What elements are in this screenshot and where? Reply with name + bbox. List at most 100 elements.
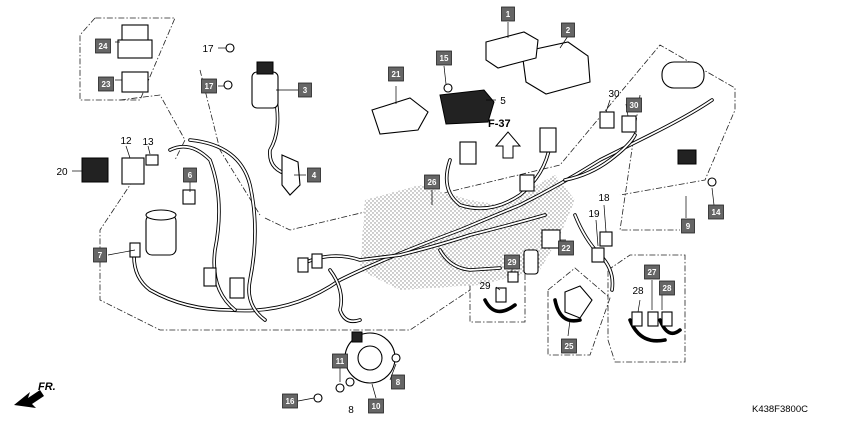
callout-number: 8 — [348, 405, 354, 416]
callout-box — [298, 82, 312, 98]
callout-c12: 12 — [120, 136, 132, 147]
callout-c19: 19 — [588, 209, 600, 220]
fuse-13 — [145, 154, 159, 166]
callout-number: 2 — [566, 26, 571, 35]
callout-number: 11 — [336, 357, 345, 366]
horn-10-bracket — [351, 331, 363, 343]
callout-c17a: 17 — [202, 44, 214, 55]
callout-box — [183, 167, 197, 183]
wire-bundles — [132, 93, 714, 343]
relay-group-boundary — [79, 17, 176, 101]
coil-7-top — [145, 209, 177, 221]
callout-c18: 18 — [598, 193, 610, 204]
condenser-9 — [661, 61, 705, 89]
drawing-code: K438F3800C — [752, 404, 808, 415]
callout-number: 5 — [500, 96, 506, 107]
callout-c5: 5 — [500, 96, 506, 107]
callout-c6: 6 — [183, 167, 197, 183]
connector-e — [311, 253, 323, 269]
key-cylinder-21 — [371, 97, 429, 135]
callout-c17b: 17 — [201, 78, 217, 94]
callout-number: 22 — [562, 244, 571, 253]
connector-a — [203, 267, 217, 287]
bracket-5 — [439, 89, 495, 125]
ignition-boundary — [199, 69, 261, 216]
connector-18 — [599, 231, 613, 247]
connector-d — [297, 257, 309, 273]
strap-25-band — [553, 298, 582, 323]
callout-number: 24 — [99, 42, 108, 51]
callout-number: 1 — [506, 10, 511, 19]
callout-number: 4 — [312, 171, 317, 180]
connector-27-a — [631, 311, 643, 327]
connector-19 — [591, 247, 605, 263]
callout-number: 16 — [286, 397, 295, 406]
callout-c29b: 29 — [504, 254, 520, 270]
callout-box — [368, 398, 384, 414]
callout-c27: 27 — [644, 264, 660, 280]
callout-c24: 24 — [95, 38, 111, 54]
relay-23 — [121, 71, 149, 93]
bolt-15 — [443, 83, 453, 93]
connector-29-a — [495, 287, 507, 303]
resistor — [523, 249, 539, 275]
callout-number: 30 — [630, 101, 639, 110]
bolt-17-b — [223, 80, 233, 90]
callout-number: 8 — [396, 378, 401, 387]
right-connector-boundary — [607, 254, 686, 363]
callout-number: 26 — [428, 178, 437, 187]
callout-box — [93, 247, 107, 263]
sensor-boundary — [619, 94, 680, 231]
connector-27-b — [647, 311, 659, 327]
sensor-14 — [677, 149, 697, 165]
starter-relay-20 — [81, 157, 109, 183]
callout-number: 12 — [120, 136, 132, 147]
callout-number: 30 — [608, 89, 620, 100]
ignition-coil-3-terminal — [256, 61, 274, 75]
callout-box — [561, 22, 575, 38]
callout-box — [659, 280, 675, 296]
connector-27-c — [661, 311, 673, 327]
horn-10-center — [357, 345, 383, 371]
callout-number: 14 — [712, 208, 721, 217]
callout-number: 10 — [372, 402, 381, 411]
callout-c30b: 30 — [626, 97, 642, 113]
front-arrow-icon — [14, 390, 44, 408]
callout-c14: 14 — [708, 204, 724, 220]
relay-left-boundary — [119, 94, 186, 161]
washer-8b — [345, 377, 355, 387]
callout-c20: 20 — [56, 167, 68, 178]
callout-number: 19 — [588, 209, 600, 220]
callout-box — [436, 50, 452, 66]
callout-c23: 23 — [98, 76, 114, 92]
bolt-14 — [707, 177, 717, 187]
bolt-16 — [313, 393, 323, 403]
callout-c9: 9 — [681, 218, 695, 234]
lower-left-connector-boundary — [469, 258, 526, 323]
relay-30-b — [621, 115, 637, 133]
callout-number: 18 — [598, 193, 610, 204]
callout-number: 28 — [663, 284, 672, 293]
reference-label: F-37 — [488, 118, 511, 130]
connector-29-b — [507, 271, 519, 283]
connector-b — [229, 277, 245, 299]
callout-number: 27 — [648, 268, 657, 277]
callout-c13: 13 — [142, 137, 154, 148]
callout-number: 28 — [632, 286, 644, 297]
callout-box — [282, 393, 298, 409]
callout-box — [98, 76, 114, 92]
callout-c8: 8 — [391, 374, 405, 390]
callout-box — [391, 374, 405, 390]
callout-c3: 3 — [298, 82, 312, 98]
callout-c29a: 29 — [479, 281, 491, 292]
upper-frame-boundary — [264, 44, 736, 231]
relay-30-a — [599, 111, 615, 129]
callout-c26: 26 — [424, 174, 440, 190]
callout-box — [626, 97, 642, 113]
callout-c28a: 28 — [632, 286, 644, 297]
callout-c4: 4 — [307, 167, 321, 183]
callout-box — [561, 338, 577, 354]
group-boundaries — [79, 17, 736, 363]
connector-g — [539, 127, 557, 153]
